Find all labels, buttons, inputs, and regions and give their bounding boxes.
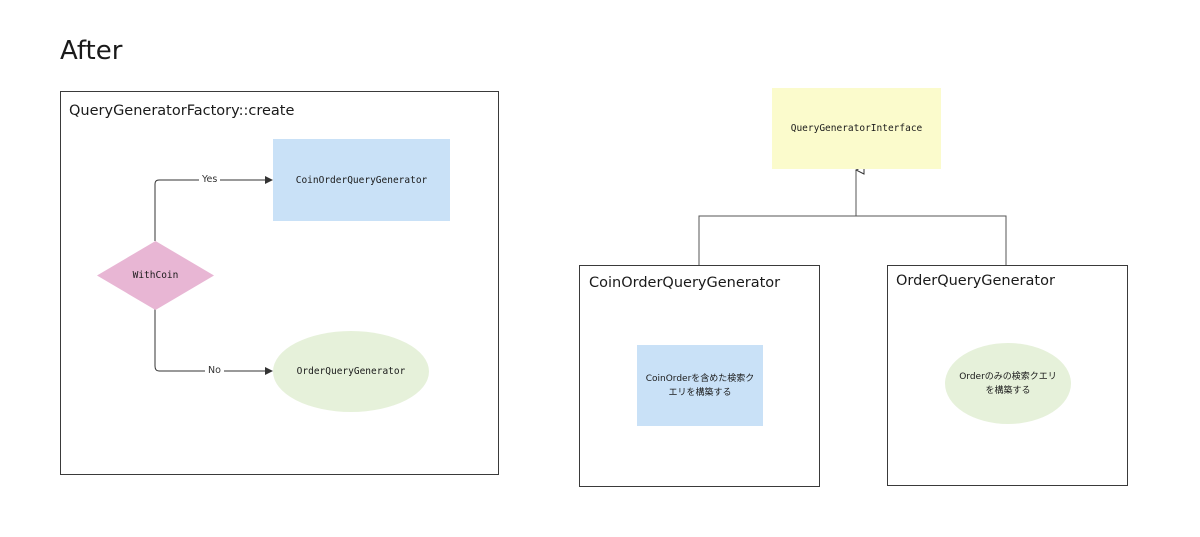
coin-order-generator-node: CoinOrderQueryGenerator <box>273 139 450 221</box>
coin-order-class-frame <box>579 265 820 487</box>
yes-edge <box>154 176 273 241</box>
inheritance-edge-order <box>856 215 1007 265</box>
factory-frame-label: QueryGeneratorFactory::create <box>69 103 295 119</box>
no-edge <box>154 309 273 375</box>
order-class-frame <box>887 265 1128 486</box>
order-class-description-text: Orderのみの検索クエリを構築する <box>959 371 1057 396</box>
page-title: After <box>60 36 123 66</box>
coin-order-class-description: CoinOrderを含めた検索クエリを構築する <box>637 345 763 426</box>
withcoin-decision <box>97 241 214 310</box>
yes-edge-label: Yes <box>199 174 221 185</box>
order-class-description: Orderのみの検索クエリを構築する <box>945 343 1071 424</box>
inheritance-edge-coin <box>698 215 856 265</box>
coin-order-class-label: CoinOrderQueryGenerator <box>589 275 781 291</box>
order-generator-node: OrderQueryGenerator <box>273 331 429 412</box>
query-generator-interface-node: QueryGeneratorInterface <box>772 88 941 169</box>
factory-frame <box>60 91 499 475</box>
withcoin-decision-label: WithCoin <box>132 270 179 281</box>
order-class-label: OrderQueryGenerator <box>896 273 1055 289</box>
coin-order-class-description-text: CoinOrderを含めた検索クエリを構築する <box>645 373 755 398</box>
no-edge-label: No <box>205 365 224 376</box>
